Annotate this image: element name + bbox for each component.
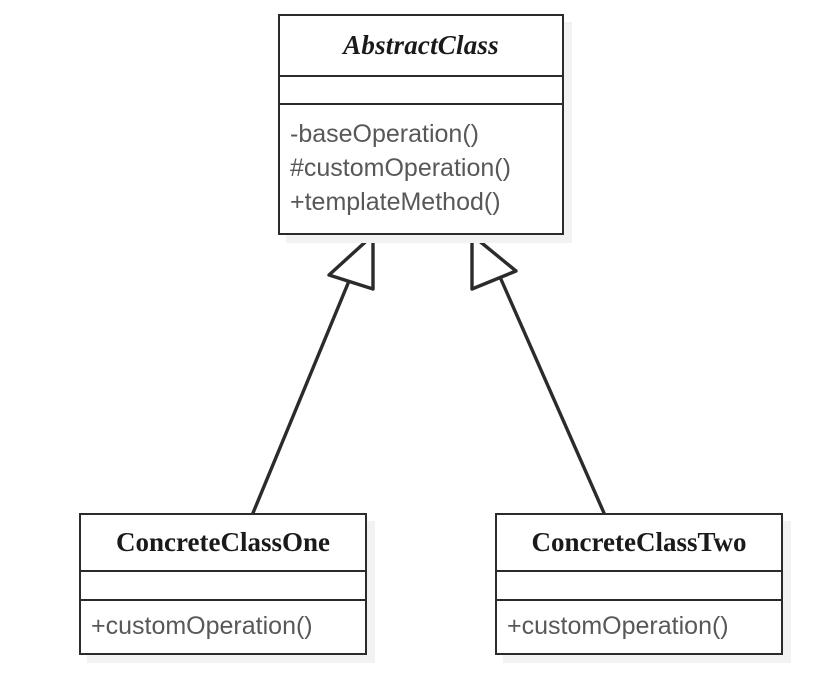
operation-item: +templateMethod()	[290, 188, 501, 216]
attributes-compartment-abstractclass	[280, 77, 562, 105]
class-name-abstractclass: AbstractClass	[280, 16, 562, 77]
attributes-compartment-concreteclassone	[81, 572, 365, 601]
operation-item: +customOperation()	[507, 612, 729, 640]
generalization-one-arrowhead	[327, 233, 375, 291]
generalization-two-line	[498, 275, 606, 515]
generalization-two[interactable]	[470, 233, 606, 515]
generalization-two-arrowhead	[470, 233, 518, 291]
class-name-concreteclasstwo: ConcreteClassTwo	[497, 515, 781, 572]
class-name-concreteclassone: ConcreteClassOne	[81, 515, 365, 572]
operation-item: #customOperation()	[290, 154, 511, 182]
uml-class-concreteclassone[interactable]: ConcreteClassOne +customOperation()	[79, 513, 367, 655]
uml-class-abstractclass[interactable]: AbstractClass -baseOperation() #customOp…	[278, 14, 564, 235]
operation-item: +customOperation()	[91, 612, 313, 640]
uml-class-concreteclasstwo[interactable]: ConcreteClassTwo +customOperation()	[495, 513, 783, 655]
operations-compartment-abstractclass: -baseOperation() #customOperation() +tem…	[280, 105, 562, 233]
operations-compartment-concreteclassone: +customOperation()	[81, 601, 365, 653]
generalization-one[interactable]	[251, 233, 375, 515]
operations-compartment-concreteclasstwo: +customOperation()	[497, 601, 781, 653]
operation-item: -baseOperation()	[290, 120, 479, 148]
generalization-one-line	[251, 279, 351, 515]
attributes-compartment-concreteclasstwo	[497, 572, 781, 601]
